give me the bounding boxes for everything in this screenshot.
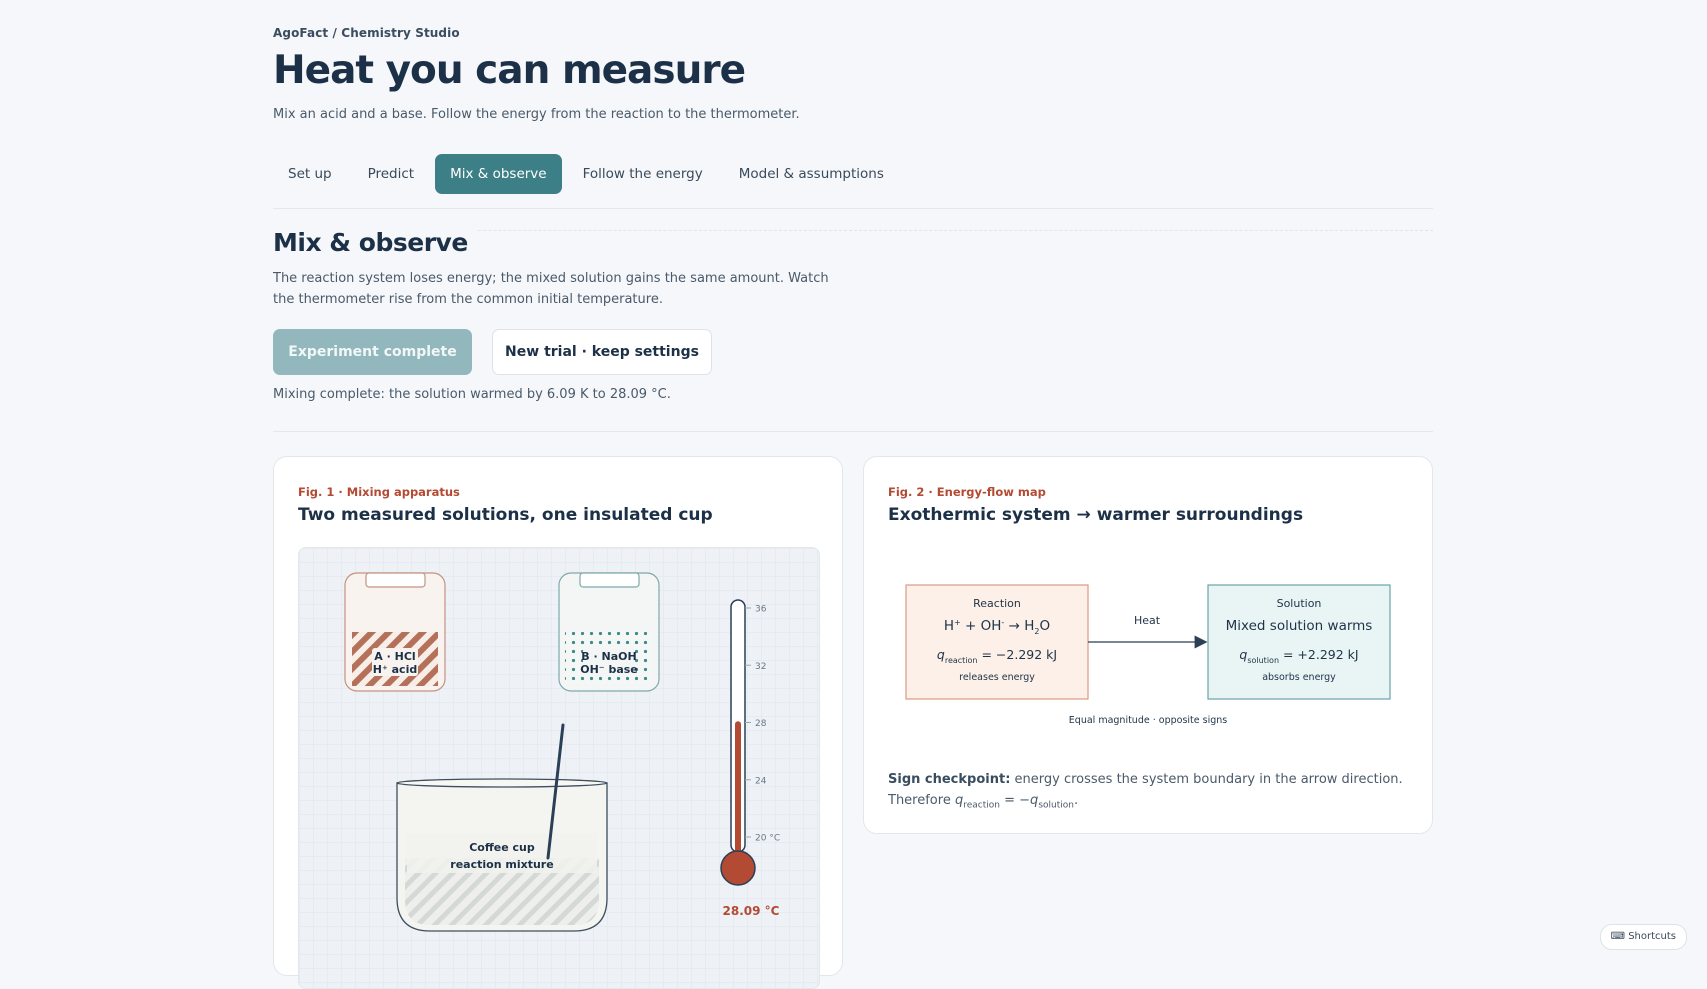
base-bottle: B · NaOH OH⁻ base — [558, 572, 660, 692]
fig2-label: Fig. 2 · Energy-flow map — [888, 485, 1046, 499]
sign-checkpoint-title: Sign checkpoint: — [888, 772, 1011, 787]
acid-label-line2: H⁺ acid — [373, 663, 417, 676]
heat-label: Heat — [1134, 614, 1161, 627]
fig1-label: Fig. 1 · Mixing apparatus — [298, 485, 460, 499]
tab-follow-energy[interactable]: Follow the energy — [582, 166, 703, 182]
breadcrumb: AgoFact / Chemistry Studio — [273, 26, 460, 40]
base-label-line2: OH⁻ base — [580, 663, 638, 676]
tab-bar: Set up Predict Mix & observe Follow the … — [273, 154, 899, 194]
section-description: The reaction system loses energy; the mi… — [273, 271, 829, 307]
shortcuts-button[interactable]: ⌨ Shortcuts — [1599, 924, 1687, 950]
mercury-column — [735, 721, 741, 858]
page-title: Heat you can measure — [273, 48, 746, 93]
solution-box: Solution Mixed solution warms qsolution … — [1207, 584, 1391, 700]
status-message: Mixing complete: the solution warmed by … — [273, 387, 671, 402]
diagram-footer: Equal magnitude · opposite signs — [1069, 715, 1227, 726]
fig2-title: Exothermic system → warmer surroundings — [888, 505, 1304, 525]
acid-label-line1: A · HCl — [374, 650, 415, 663]
reaction-q: qreaction = −2.292 kJ — [937, 647, 1057, 665]
cup-label-line2: reaction mixture — [450, 858, 553, 871]
acid-bottle: A · HCl H⁺ acid — [344, 572, 446, 692]
page-subtitle: Mix an acid and a base. Follow the energ… — [273, 107, 800, 122]
new-trial-button[interactable]: New trial · keep settings — [492, 329, 712, 375]
status-divider — [273, 431, 1433, 432]
tab-set-up[interactable]: Set up — [288, 166, 332, 182]
section-divider — [273, 230, 1433, 231]
thermometer-reading: 28.09 °C — [723, 904, 780, 918]
thermometer: 36 32 28 24 20 °C 28.09 °C — [720, 599, 780, 918]
tab-mix-observe[interactable]: Mix & observe — [435, 154, 562, 194]
thermometer-bulb — [720, 850, 756, 886]
cup-label-line1: Coffee cup — [469, 841, 535, 854]
solution-q: qsolution = +2.292 kJ — [1239, 647, 1358, 665]
section-title: Mix & observe — [273, 228, 476, 257]
sign-checkpoint: Sign checkpoint: energy crosses the syst… — [888, 772, 1403, 811]
thermometer-tick-label: 28 — [755, 719, 767, 729]
stirring-rod — [546, 723, 565, 860]
coffee-cup: Coffee cup reaction mixture — [396, 778, 608, 932]
reaction-heading: Reaction — [973, 597, 1021, 610]
thermometer-tick-label: 36 — [755, 605, 767, 615]
energy-flow-card: Fig. 2 · Energy-flow map Exothermic syst… — [863, 456, 1433, 834]
thermometer-tick-label: 20 °C — [755, 834, 780, 844]
sign-checkpoint-text: energy crosses the system boundary in th… — [1010, 772, 1403, 787]
energy-flow-diagram: Reaction H+ + OH- → H2O qreaction = −2.2… — [905, 584, 1391, 726]
tabs-divider — [273, 208, 1433, 209]
reaction-equation: H+ + OH- → H2O — [944, 618, 1050, 636]
reaction-box: Reaction H+ + OH- → H2O qreaction = −2.2… — [905, 584, 1089, 700]
solution-heading: Solution — [1277, 597, 1322, 610]
tab-predict[interactable]: Predict — [367, 166, 415, 182]
mixing-apparatus-card: Fig. 1 · Mixing apparatus Two measured s… — [273, 456, 843, 989]
fig1-title: Two measured solutions, one insulated cu… — [298, 505, 713, 525]
thermometer-tick-label: 32 — [755, 662, 766, 672]
apparatus-drawing: A · HCl H⁺ acid B · NaOH OH⁻ base — [344, 572, 780, 932]
reaction-note: releases energy — [959, 672, 1035, 683]
solution-note: absorbs energy — [1262, 672, 1336, 683]
experiment-complete-button[interactable]: Experiment complete — [273, 329, 472, 375]
apparatus-canvas: A · HCl H⁺ acid B · NaOH OH⁻ base — [298, 547, 820, 989]
base-label-line1: B · NaOH — [581, 650, 636, 663]
tab-model-assumptions[interactable]: Model & assumptions — [738, 166, 884, 182]
thermometer-tick-label: 24 — [755, 776, 767, 786]
solution-main: Mixed solution warms — [1226, 618, 1373, 634]
